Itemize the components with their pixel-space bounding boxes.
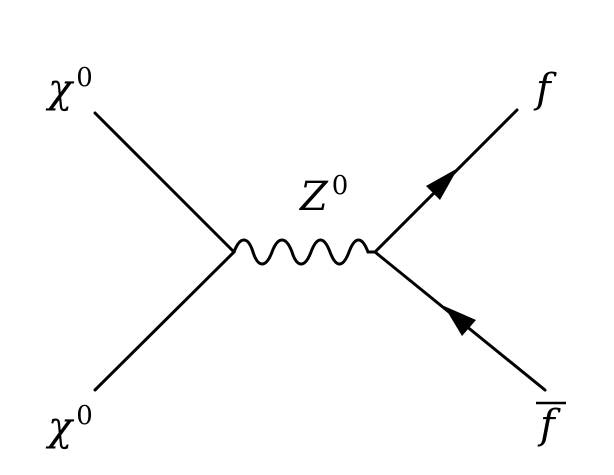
fermion-label: f [533,66,557,112]
fermion-arrow-icon [426,168,458,200]
chi-top-line [93,111,236,254]
z-boson-propagator [232,238,377,266]
antifermion-label: f [537,402,561,448]
antifermion-arrow-icon [444,306,476,336]
chi-bottom-line [93,250,236,392]
